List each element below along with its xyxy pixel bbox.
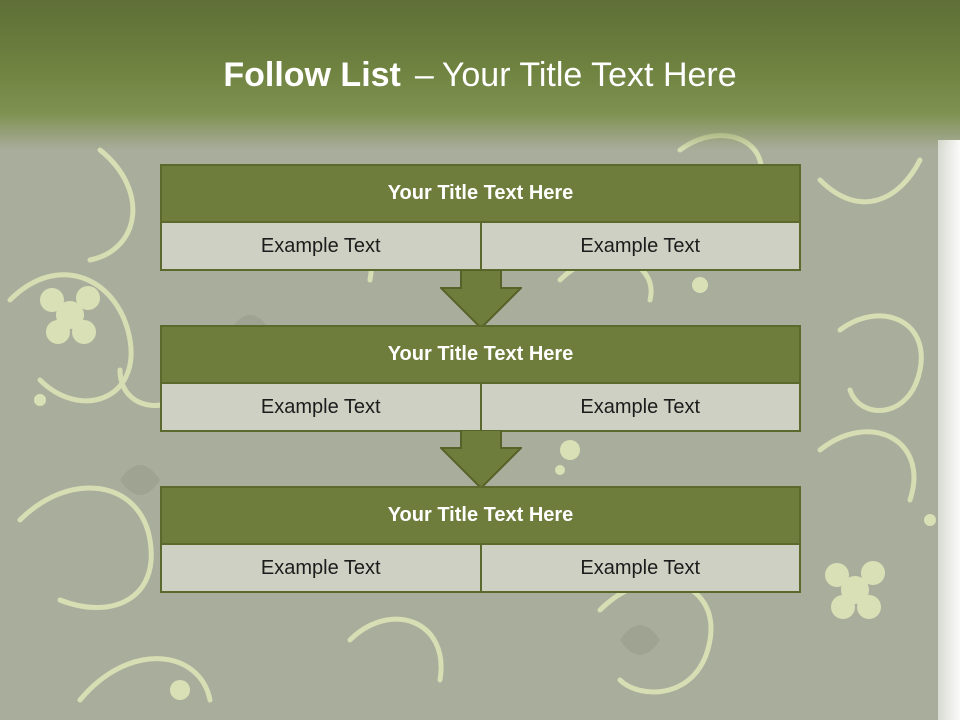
block-cell-right: Example Text xyxy=(479,223,799,269)
down-arrow-icon xyxy=(440,270,522,330)
block-title: Your Title Text Here xyxy=(162,166,799,223)
right-edge-strip xyxy=(938,140,960,720)
block-cell-left: Example Text xyxy=(162,384,480,430)
header-band xyxy=(0,0,960,150)
slide-title-separator: – xyxy=(414,56,434,94)
list-block-1: Your Title Text Here Example Text Exampl… xyxy=(160,164,801,271)
slide-title-rest: Your Title Text Here xyxy=(441,56,737,94)
slide-title-bold: Follow List xyxy=(223,56,401,94)
block-cell-right: Example Text xyxy=(479,545,799,591)
list-block-2: Your Title Text Here Example Text Exampl… xyxy=(160,325,801,432)
block-cell-right: Example Text xyxy=(479,384,799,430)
block-row: Example Text Example Text xyxy=(162,223,799,269)
block-row: Example Text Example Text xyxy=(162,545,799,591)
slide-title: Follow List–Your Title Text Here xyxy=(0,50,960,100)
list-block-3: Your Title Text Here Example Text Exampl… xyxy=(160,486,801,593)
block-title: Your Title Text Here xyxy=(162,488,799,545)
block-cell-left: Example Text xyxy=(162,223,480,269)
block-row: Example Text Example Text xyxy=(162,384,799,430)
block-cell-left: Example Text xyxy=(162,545,480,591)
down-arrow-icon xyxy=(440,430,522,490)
block-title: Your Title Text Here xyxy=(162,327,799,384)
